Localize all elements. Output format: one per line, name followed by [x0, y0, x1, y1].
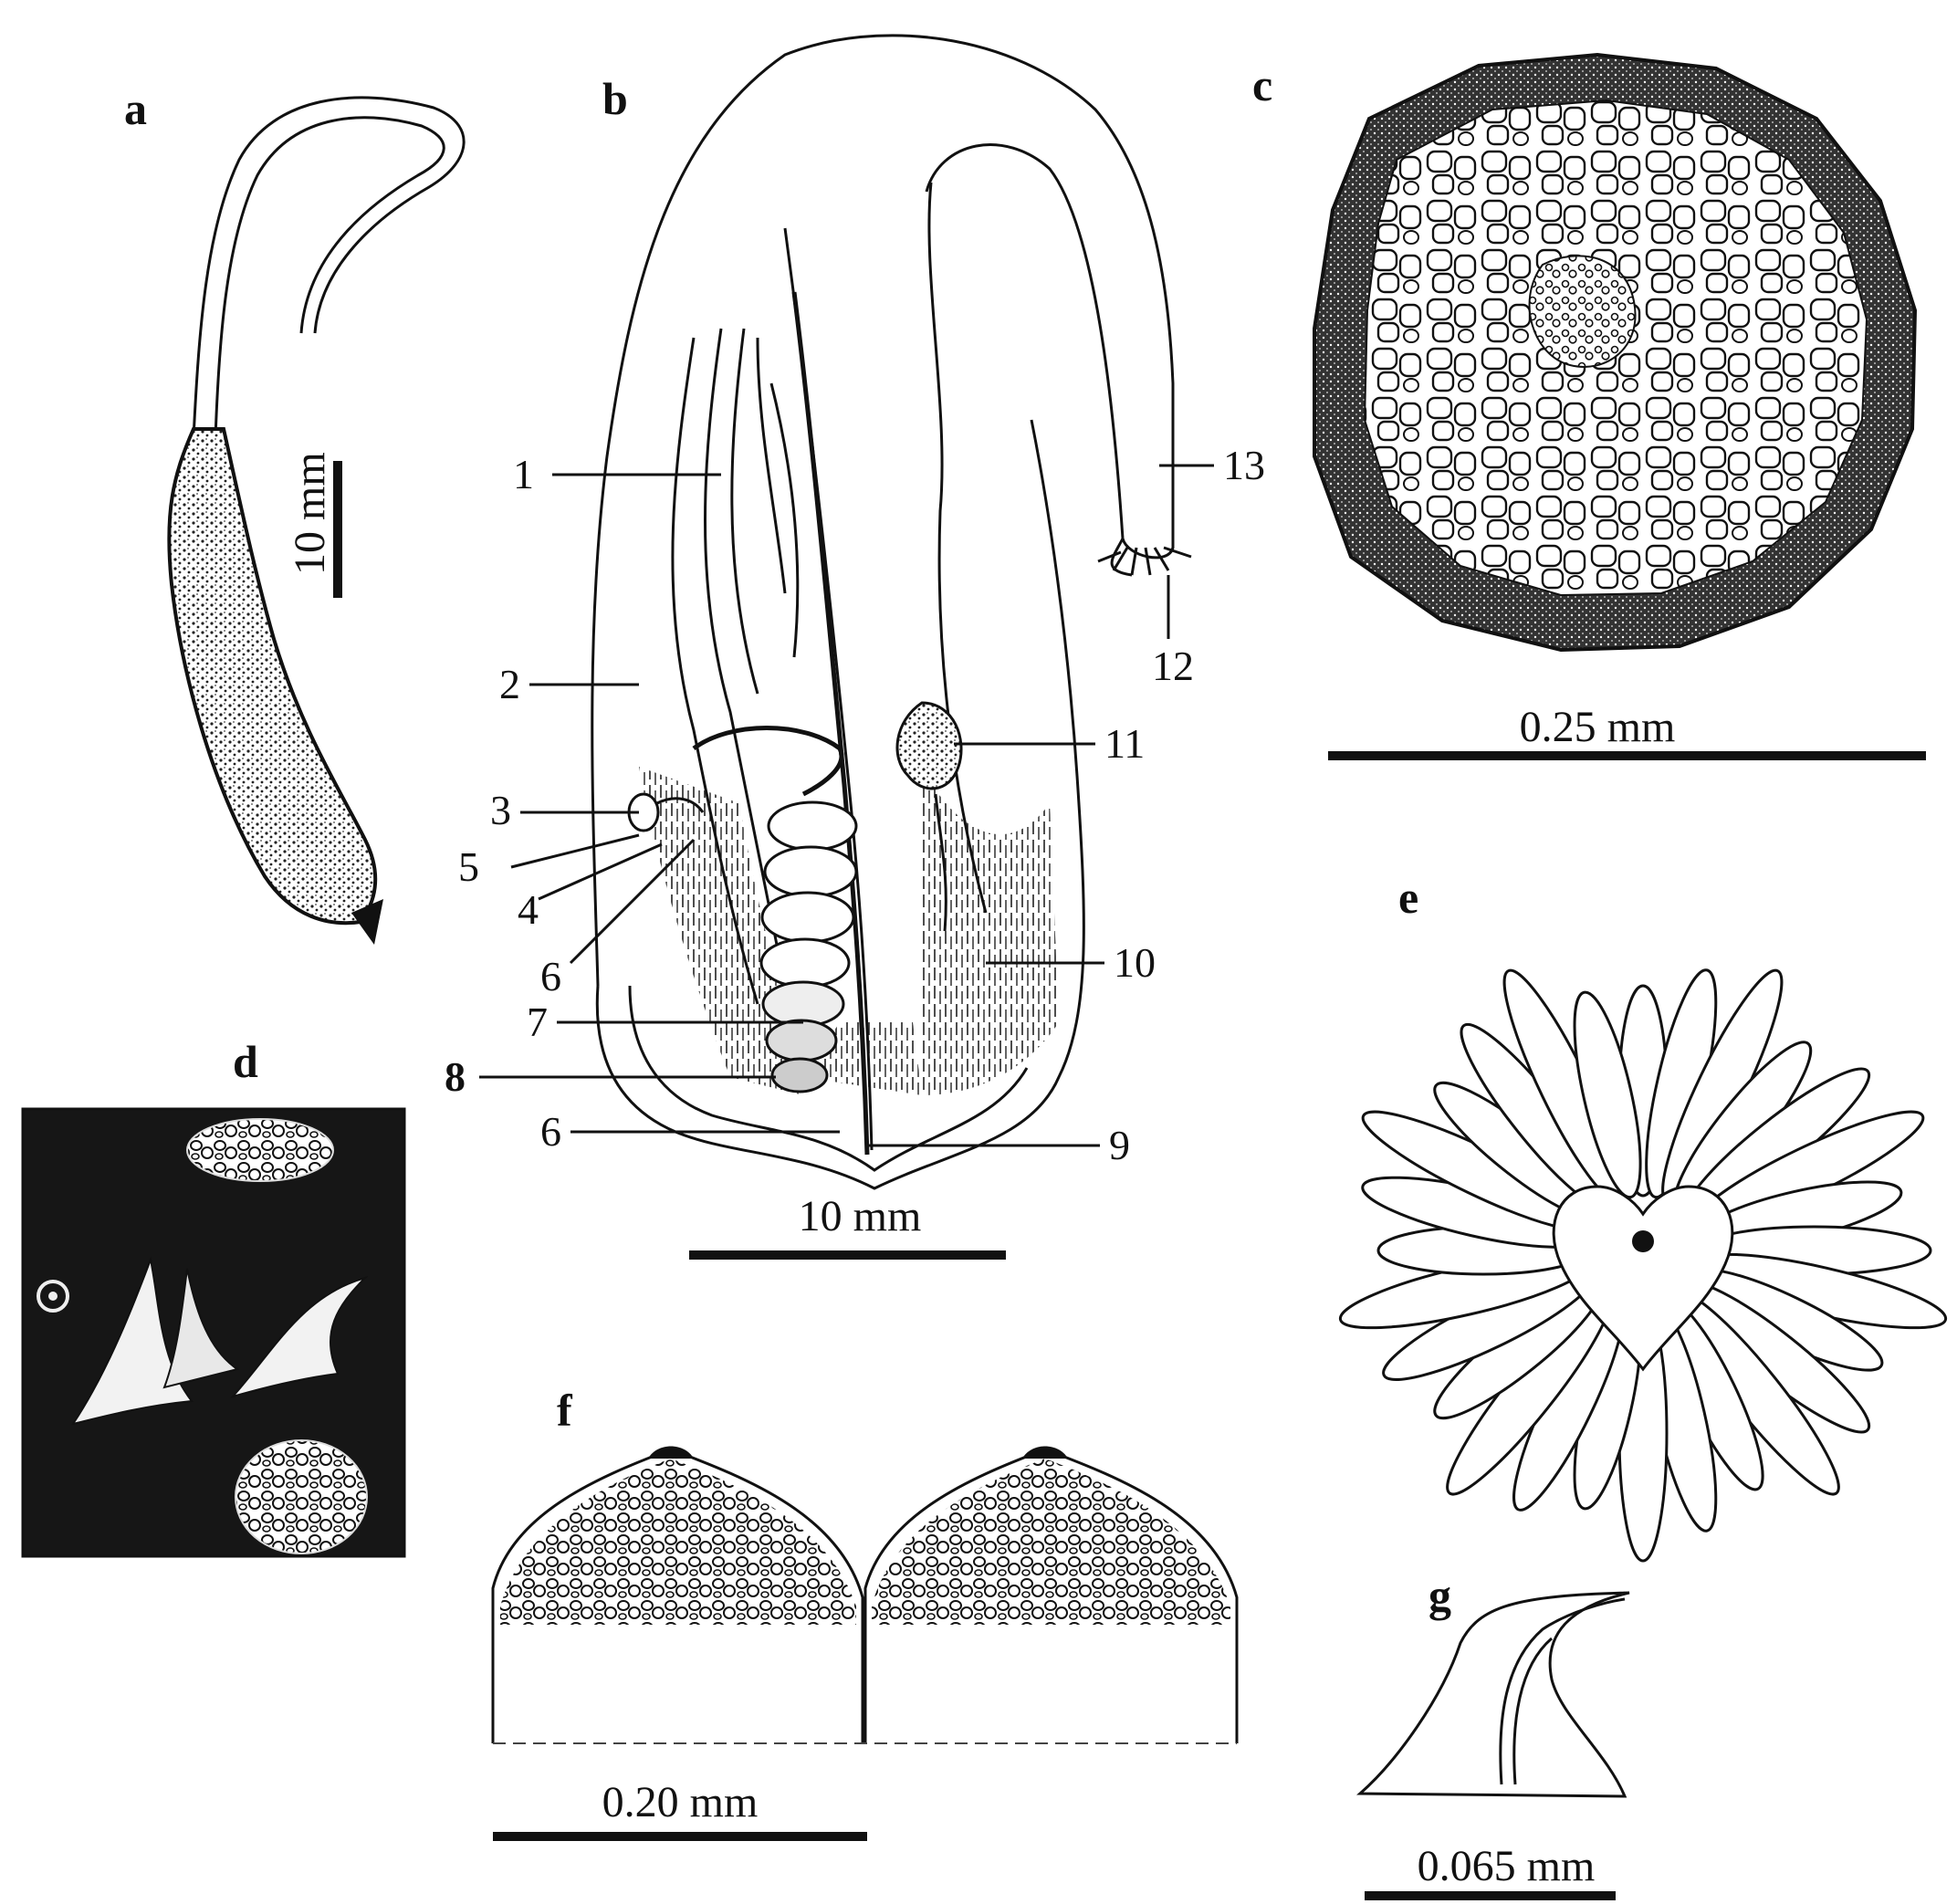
callout-1: 1 — [513, 451, 534, 497]
callout-3: 3 — [490, 787, 511, 833]
single-hook — [1360, 1593, 1629, 1796]
callout-8: 8 — [445, 1053, 466, 1100]
anterior-thread — [194, 98, 464, 438]
callout-5: 5 — [458, 843, 479, 890]
panel-label-g: g — [1429, 1570, 1451, 1621]
panel-d: d — [23, 1036, 404, 1556]
scale-bar-b-label: 10 mm — [799, 1192, 922, 1240]
callout-9: 9 — [1109, 1122, 1130, 1168]
callout-7: 7 — [527, 999, 548, 1045]
panel-a: a 10 mm — [124, 83, 464, 945]
panel-b: b — [445, 36, 1265, 1255]
callout-10: 10 — [1114, 939, 1156, 986]
panel-e: e — [1335, 872, 1952, 1561]
panel-label-a: a — [124, 83, 147, 134]
scale-bar-g-label: 0.065 mm — [1418, 1842, 1596, 1890]
panel-label-b: b — [602, 73, 628, 124]
organ-11 — [897, 703, 961, 789]
trunk-body — [169, 429, 375, 923]
callout-6-upper: 6 — [540, 953, 561, 999]
panel-label-d: d — [233, 1036, 258, 1087]
callout-2: 2 — [499, 661, 520, 707]
callout-11: 11 — [1104, 720, 1145, 767]
callout-6-lower: 6 — [540, 1108, 561, 1155]
callout-4: 4 — [518, 886, 539, 933]
panel-g: g 0.065 mm — [1360, 1570, 1629, 1896]
panel-f: f 0.20 mm — [493, 1385, 1237, 1836]
callout-12: 12 — [1152, 643, 1194, 689]
callout-13: 13 — [1223, 442, 1265, 488]
panel-label-c: c — [1252, 59, 1272, 110]
panel-c: c 0.25 mm — [1252, 55, 1926, 756]
scale-bar-f-label: 0.20 mm — [602, 1778, 759, 1826]
panel-label-e: e — [1398, 872, 1418, 923]
scale-bar-c-label: 0.25 mm — [1520, 703, 1676, 751]
panel-label-f: f — [557, 1385, 573, 1436]
scale-bar-a-label: 10 mm — [286, 452, 334, 575]
